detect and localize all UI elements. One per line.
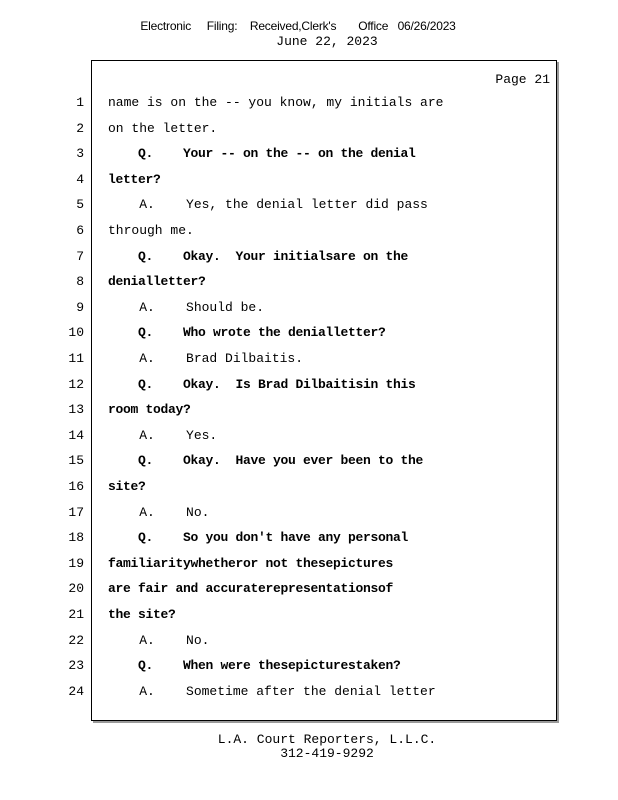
line-number: 13 xyxy=(68,402,84,417)
line-number: 14 xyxy=(68,428,84,443)
answer-line: name is on the -- you know, my initials … xyxy=(108,95,444,110)
line-number: 19 xyxy=(68,556,84,571)
line-number: 1 xyxy=(76,95,84,110)
answer-line: on the letter. xyxy=(108,121,218,136)
transcript-page: Page 21 xyxy=(91,60,557,721)
line-number: 8 xyxy=(76,274,84,289)
question-line: Q. When were thesepicturestaken? xyxy=(108,658,401,673)
answer-line: A. Yes. xyxy=(108,428,218,443)
answer-line: A. No. xyxy=(108,505,210,520)
answer-line: A. Yes, the denial letter did pass xyxy=(108,197,428,212)
question-line: Q. So you don't have any personal xyxy=(108,530,409,545)
question-line: Q. Your -- on the -- on the denial xyxy=(108,146,416,161)
question-line: room today? xyxy=(108,402,191,417)
question-line: Q. Who wrote the denialletter? xyxy=(108,325,386,340)
line-number: 9 xyxy=(76,300,84,315)
question-line: familiaritywhetheror not thesepictures xyxy=(108,556,394,571)
answer-line: through me. xyxy=(108,223,194,238)
question-line: Q. Okay. Is Brad Dilbaitisin this xyxy=(108,377,416,392)
transcript-date: June 22, 2023 xyxy=(276,34,378,49)
line-number: 17 xyxy=(68,505,84,520)
line-number: 6 xyxy=(76,223,84,238)
question-line: denialletter? xyxy=(108,274,206,289)
line-number: 4 xyxy=(76,172,84,187)
line-number: 23 xyxy=(68,658,84,673)
line-number: 12 xyxy=(68,377,84,392)
line-number: 3 xyxy=(76,146,84,161)
line-number: 16 xyxy=(68,479,84,494)
line-number: 21 xyxy=(68,607,84,622)
question-line: Q. Okay. Have you ever been to the xyxy=(108,453,424,468)
line-number: 15 xyxy=(68,453,84,468)
line-number: 11 xyxy=(68,351,84,366)
line-number: 22 xyxy=(68,633,84,648)
filing-stamp: Electronic Filing: Received,Clerk's Offi… xyxy=(140,19,456,33)
footer-company: L.A. Court Reporters, L.L.C. xyxy=(217,732,437,747)
question-line: letter? xyxy=(108,172,161,187)
question-line: Q. Okay. Your initialsare on the xyxy=(108,249,409,264)
page-number: Page 21 xyxy=(495,72,550,87)
answer-line: A. Brad Dilbaitis. xyxy=(108,351,304,366)
answer-line: A. Sometime after the denial letter xyxy=(108,684,436,699)
question-line: are fair and accuraterepresentationsof xyxy=(108,581,394,596)
line-number: 18 xyxy=(68,530,84,545)
answer-line: A. No. xyxy=(108,633,210,648)
line-number: 24 xyxy=(68,684,84,699)
line-number: 20 xyxy=(68,581,84,596)
line-number: 7 xyxy=(76,249,84,264)
line-number: 5 xyxy=(76,197,84,212)
line-number: 2 xyxy=(76,121,84,136)
question-line: the site? xyxy=(108,607,176,622)
footer-phone: 312-419-9292 xyxy=(280,746,374,761)
question-line: site? xyxy=(108,479,146,494)
line-number: 10 xyxy=(68,325,84,340)
answer-line: A. Should be. xyxy=(108,300,265,315)
